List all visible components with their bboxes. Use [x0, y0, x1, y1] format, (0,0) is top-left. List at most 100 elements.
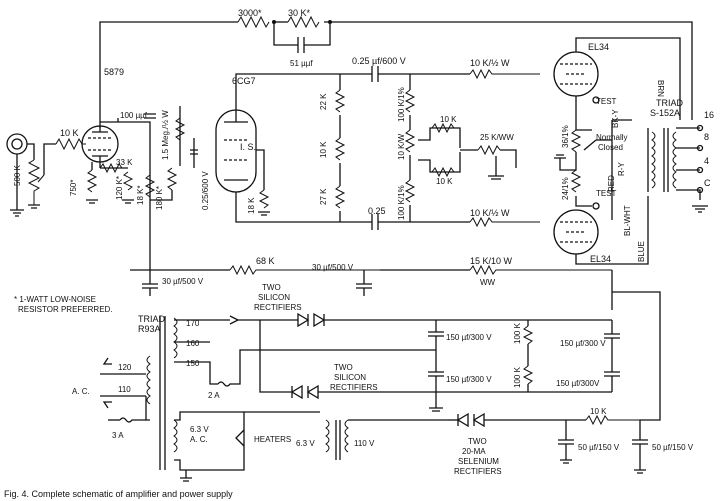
label-is: I. S.: [240, 142, 256, 152]
resistor-18k-star: [144, 174, 156, 198]
label-tap-16: 16: [704, 110, 714, 120]
label-r-24-1pc: 24/1%: [561, 177, 570, 200]
label-c-150-300-c: 150 µf/300 V: [560, 339, 606, 348]
input-stage: 500 K 10 K 5879 100 µµf 750* 33 K 120 K*…: [6, 67, 210, 270]
label-silicon-b: SILICON: [334, 373, 366, 382]
label-tap-110: 110: [118, 385, 131, 394]
label-r-30k: 30 K*: [288, 8, 311, 18]
label-r-33k: 33 K: [116, 158, 133, 167]
label-r-18k-cath: 18 K: [247, 197, 256, 214]
label-r-10k-half-top: 10 K/½ W: [470, 58, 510, 68]
label-heaters: HEATERS: [254, 435, 291, 444]
label-r-10k-half-bot: 10 K/½ W: [470, 208, 510, 218]
label-c-30-500-a: 30 µf/500 V: [162, 277, 204, 286]
label-triad-out-model: S-152A: [650, 108, 680, 118]
label-tap-8: 8: [704, 132, 709, 142]
label-r-22k: 22 K: [319, 93, 328, 110]
label-test-top: TEST: [596, 97, 617, 106]
label-r-750: 750*: [69, 180, 78, 196]
label-heater-63-a: 6.3 V: [190, 425, 209, 434]
resistor-120k: [122, 171, 134, 191]
b-plus-decoupling: 68 K 30 µf/500 V 30 µf/500 V 15 K/10 W W…: [130, 256, 613, 310]
output-stage: 10 K/½ W EL34 TEST 36/1% 24/1% Normally …: [469, 37, 714, 265]
capacitor-0-25-600-left: [190, 138, 198, 168]
rectifier-diode-1: [297, 312, 310, 328]
label-20-ma: 20-MA: [462, 447, 486, 456]
label-r-10k-in: 10 K: [60, 128, 79, 138]
note-line-2: RESISTOR PREFERRED.: [18, 305, 113, 314]
label-selenium: SELENIUM: [458, 457, 499, 466]
phase-inverter-stage: 6CG7 I. S. 18 K: [215, 73, 364, 223]
resistor-100k-bleed-b: [522, 365, 534, 385]
label-r-120k: 120 K*: [115, 176, 124, 200]
note-line-1: * 1-WATT LOW-NOISE: [14, 295, 96, 304]
resistor-30k: [287, 15, 320, 29]
label-r-68k: 68 K: [256, 256, 275, 266]
feedback-network: 3000* 30 K* 51 µµf: [99, 8, 693, 128]
label-r-500k: 500 K: [13, 164, 22, 186]
fuse-3a: [119, 417, 146, 423]
label-r-y: R-Y: [617, 162, 626, 176]
label-blue: BLUE: [637, 241, 646, 262]
label-tube-el34-top: EL34: [588, 42, 609, 52]
label-rectifiers-sel: RECTIFIERS: [454, 467, 502, 476]
label-r-36-1pc: 36/1%: [561, 125, 570, 148]
label-c-150-300-b: 150 µf/300 V: [446, 375, 492, 384]
label-ac: A. C.: [72, 387, 90, 396]
label-closed: Closed: [598, 143, 623, 152]
label-r-100k-bleed-a: 100 K: [513, 322, 522, 344]
capacitor-0-25-600-top: [364, 66, 470, 82]
resistor-36-1pc: [570, 129, 582, 153]
label-triad-out: TRIAD: [656, 98, 684, 108]
label-brn: BRN: [656, 80, 665, 97]
label-r-100k-1pc-b: 100 K/1%: [397, 185, 406, 220]
resistor-100k-bleed-a: [522, 325, 534, 345]
selenium-diode-1: [456, 412, 469, 428]
resistor-3000: [237, 15, 270, 29]
label-heater-ac: A. C.: [190, 435, 208, 444]
label-r-27k: 27 K: [319, 188, 328, 205]
label-r-10k-bal-b: 10 K: [436, 177, 453, 186]
label-c-51: 51 µµf: [290, 59, 313, 68]
capacitor-0-25-bottom: [364, 214, 470, 230]
figure-caption: Fig. 4. Complete schematic of amplifier …: [4, 489, 233, 499]
label-tap-160: 160: [186, 339, 200, 348]
label-two-si-a: TWO: [262, 283, 281, 292]
resistor-27k: [334, 185, 346, 209]
resistor-10k-mid: [334, 137, 346, 161]
potentiometer-25k-ww: [477, 144, 501, 156]
label-red: RED: [607, 175, 616, 192]
label-c-0-25-600-top: 0.25 µf/600 V: [352, 56, 406, 66]
label-two-sel: TWO: [468, 437, 487, 446]
label-tap-150: 150: [186, 359, 200, 368]
resistor-10k-sel: [585, 414, 640, 426]
resistor-100k-1pc-a: [404, 89, 416, 113]
label-tap-170: 170: [186, 319, 200, 328]
label-c-0-25-bot: 0.25: [368, 206, 386, 216]
resistor-33k: [99, 162, 123, 174]
resistor-100k-1pc-b: [404, 179, 416, 203]
resistor-500k: [27, 159, 41, 205]
label-c-0-25-600-left: 0.25/600 V: [201, 171, 210, 210]
label-fuse-2a: 2 A: [208, 391, 220, 400]
label-r-18k: 18 K*: [136, 185, 145, 205]
label-bk-y: BK-Y: [611, 109, 620, 128]
label-tap-120: 120: [118, 363, 132, 372]
label-tap-c: C: [704, 178, 711, 188]
label-r-10k-bal-a: 10 K: [440, 115, 457, 124]
label-tap-4: 4: [704, 156, 709, 166]
label-test-bot: TEST: [596, 189, 617, 198]
resistor-18k-cathode: [258, 189, 270, 209]
hv-supply: TWO SILICON RECTIFIERS TWO SILICON RECTI…: [238, 283, 620, 412]
rectifier-diode-3: [290, 384, 303, 400]
resistor-1-5-meg: [174, 117, 186, 141]
coupling-network: 0.25 µf/600 V 0.25 22 K 10 K 27 K 100 K/…: [319, 56, 517, 230]
label-r-100k-bleed-b: 100 K: [513, 366, 522, 388]
label-r-1-5-meg: 1.5 Meg./½ W: [161, 110, 170, 160]
resistor-10k-bal-b: [431, 166, 455, 178]
label-v110: 110 V: [354, 439, 375, 448]
label-r-3000: 3000*: [238, 8, 262, 18]
label-silicon-a: SILICON: [258, 293, 290, 302]
